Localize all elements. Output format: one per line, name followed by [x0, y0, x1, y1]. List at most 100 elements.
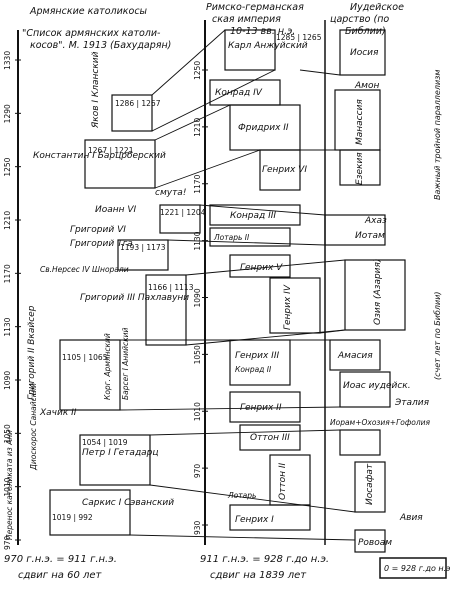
years-ioann: 1221 | 1204 — [160, 208, 206, 217]
bar-henrich5 — [229, 254, 291, 278]
connector — [167, 239, 326, 246]
middle-scale-tick-label: 1050 — [193, 345, 202, 364]
judea-labels: Иосия Амон Манассия Езекия Ахаз Иотам Оз… — [330, 48, 431, 548]
label-konrad3: Конрад III — [230, 211, 276, 221]
label-nerses: Св.Нерсес IV Шнорали — [40, 265, 129, 274]
bar-lotar2 — [209, 227, 291, 247]
middle-scale-tick-label: 1210 — [193, 118, 202, 137]
connector — [299, 69, 341, 76]
footer-right-shift: сдвиг на 1839 лет — [210, 570, 307, 581]
bar-ioram — [339, 429, 381, 456]
label-ioann: Иоанн VI — [95, 205, 137, 215]
bar-rovoam — [354, 529, 386, 553]
bar-karl — [224, 29, 276, 71]
label-ioram: Иорам+Охозия+Гофолия — [330, 418, 431, 427]
note-bible-count: (счет лет по Библии) — [433, 291, 442, 380]
years-sarkis: 1019 | 992 — [52, 513, 93, 522]
footer-right: 911 г.н.э. = 928 г.до н.э. — [200, 554, 329, 565]
bar-otton2 — [269, 454, 311, 506]
label-grigor6: Григорий VI — [70, 225, 126, 235]
connector — [151, 29, 226, 96]
roman-header-line3: 10-13 вв. н.э. — [230, 26, 295, 37]
years-yakov: 1286 | 1267 — [115, 99, 161, 108]
bar-sarkis — [49, 489, 131, 536]
bar-ioann — [159, 204, 201, 234]
label-korg: Корг. Армянский — [103, 333, 112, 400]
middle-scale-tick-label: 970 — [193, 464, 202, 479]
bar-henrich6 — [259, 149, 301, 191]
middle-scale-tick-label: 1090 — [193, 288, 202, 307]
roman-bars — [209, 29, 321, 531]
connector — [149, 484, 356, 513]
years-konstantin: 1267 | 1221 — [88, 146, 134, 155]
years-grigor-pahl: 1166 | 1113 — [148, 283, 194, 292]
label-hachik: Хачик II — [39, 408, 77, 418]
label-barseg: Барсег I Анийский — [121, 328, 130, 400]
label-otton2: Оттон II — [278, 463, 288, 500]
label-otton3: Оттон III — [250, 433, 290, 443]
connector — [119, 406, 341, 411]
connector — [151, 69, 276, 132]
left-scale-tick-label: 1130 — [3, 317, 12, 336]
left-scale-tick-label: 1090 — [3, 371, 12, 390]
roman-labels: Карл Анжуйский 1285 | 1265 Конрад IV Фри… — [213, 33, 322, 525]
label-ozia: Озия (Азария) — [373, 259, 383, 325]
label-konrad4: Конрад IV — [215, 88, 263, 98]
footer-left: 970 г.н.э. = 911 г.н.э. — [4, 554, 117, 565]
note-triple-parallelism: Важный тройной параллелизм — [433, 70, 442, 200]
label-ezekia: Езекия — [355, 152, 365, 185]
middle-scale-tick-label: 930 — [193, 520, 202, 535]
connector — [199, 204, 326, 216]
label-henrich4: Генрих IV — [283, 284, 293, 330]
bar-henrich2 — [229, 391, 301, 423]
bar-iosafat — [354, 461, 386, 513]
label-henrich6: Генрих VI — [262, 165, 307, 175]
connector — [154, 104, 231, 141]
bar-henrich1 — [229, 504, 311, 531]
label-iosafat: Иосафат — [365, 463, 375, 505]
armenian-labels: Яков I Кланский 1286 | 1267 Константин I… — [5, 51, 206, 540]
left-scale-tick-label: 1170 — [3, 264, 12, 283]
judea-header: Иудейское царство (по Библии) — [330, 2, 404, 37]
bar-grigor-tga — [117, 239, 169, 271]
label-manassia: Манассия — [355, 99, 365, 145]
bar-henrich4 — [269, 277, 321, 334]
bar-ezekia — [339, 149, 381, 186]
judea-header-line1: Иудейское — [350, 2, 404, 13]
label-yakov: Яков I Кланский — [91, 51, 101, 129]
legend-box — [379, 557, 447, 579]
label-rovoam: Ровоам — [358, 538, 392, 548]
roman-header: Римско-германская ская империя 10-13 вв.… — [206, 2, 304, 37]
middle-scale-tick-label: 1250 — [193, 61, 202, 80]
bar-iotam — [324, 214, 386, 246]
left-scale-tick-label: 1050 — [3, 424, 12, 443]
label-avia: Авия — [399, 513, 423, 523]
label-iosia: Иосия — [350, 48, 379, 58]
bar-henrich3 — [229, 339, 291, 386]
roman-header-line2: ская империя — [212, 14, 281, 25]
years-karl: 1285 | 1265 — [276, 33, 322, 42]
bar-ioas — [339, 371, 391, 408]
judea-bars — [324, 29, 406, 553]
label-etalia: Эталия — [394, 398, 430, 408]
left-scale-tick-label: 1290 — [3, 104, 12, 123]
parallel-connectors — [119, 29, 356, 541]
years-grigor-vkaiser: 1105 | 1065 — [62, 353, 108, 362]
connector — [149, 429, 341, 436]
label-henrich1: Генрих I — [235, 515, 274, 525]
label-sarkis: Саркис I Сэванский — [82, 498, 174, 508]
bar-grigor-pahl — [145, 274, 187, 346]
label-lotar: Лотарь — [227, 491, 256, 500]
bar-konrad3 — [209, 204, 301, 226]
label-iotam: Иотам — [355, 231, 385, 241]
label-smuta: смута! — [155, 188, 186, 198]
armenian-bars — [49, 94, 201, 536]
connector — [154, 149, 261, 189]
armenian-header-line1: Армянские католикосы — [29, 6, 148, 17]
judea-header-line2: царство (по — [330, 14, 389, 25]
left-scale-tick-label: 1010 — [3, 477, 12, 496]
years-petr: 1054 | 1019 — [82, 438, 128, 447]
